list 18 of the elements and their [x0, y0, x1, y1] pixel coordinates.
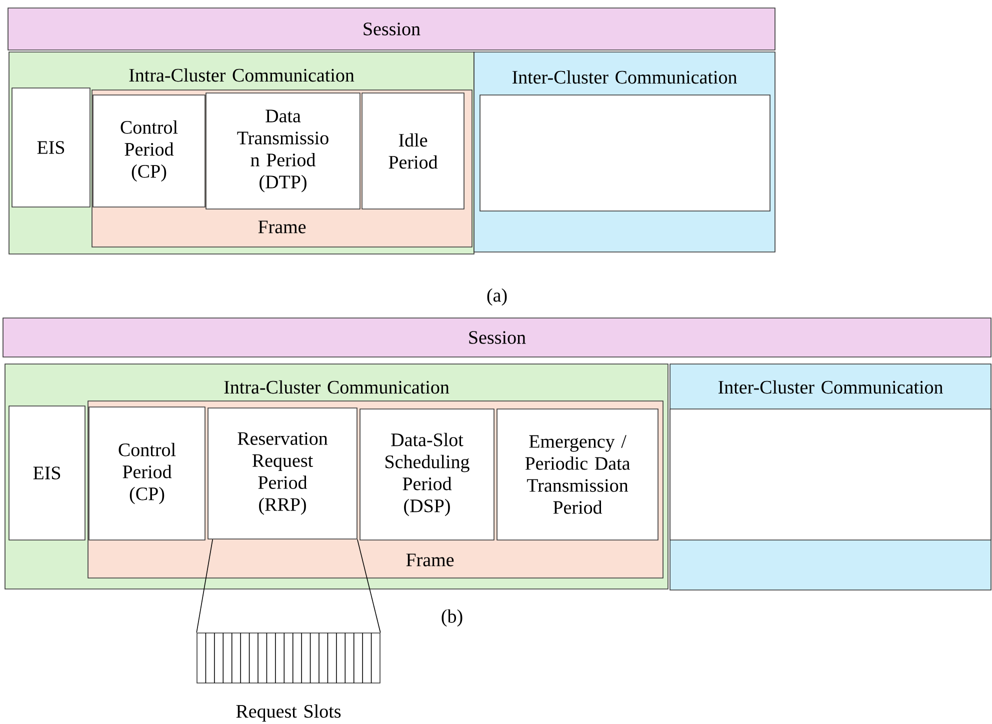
period-box: EIS — [12, 88, 90, 208]
panel-label: (b) — [442, 609, 462, 627]
period-box: Idle Period — [362, 92, 464, 210]
node-label: Request Slots — [236, 704, 341, 722]
empty-box — [480, 94, 770, 212]
session-bar: Session — [8, 8, 776, 50]
period-box: Data-Slot Scheduling Period (DSP) — [360, 408, 494, 540]
period-box: Data Transmissio n Period (DTP) — [206, 92, 360, 210]
leader-line — [196, 539, 213, 633]
period-box: Reservation Request Period (RRP) — [208, 408, 358, 540]
session-bar: Session — [2, 318, 992, 358]
period-box: Emergency / Periodic Data Transmission Period — [496, 408, 658, 540]
leader-line — [357, 539, 381, 633]
period-box: Control Period (CP) — [88, 406, 206, 540]
slot-bar: Request Slots — [196, 632, 380, 722]
empty-box — [670, 408, 992, 540]
period-box: EIS — [8, 406, 86, 540]
period-box: Control Period (CP) — [92, 94, 206, 208]
